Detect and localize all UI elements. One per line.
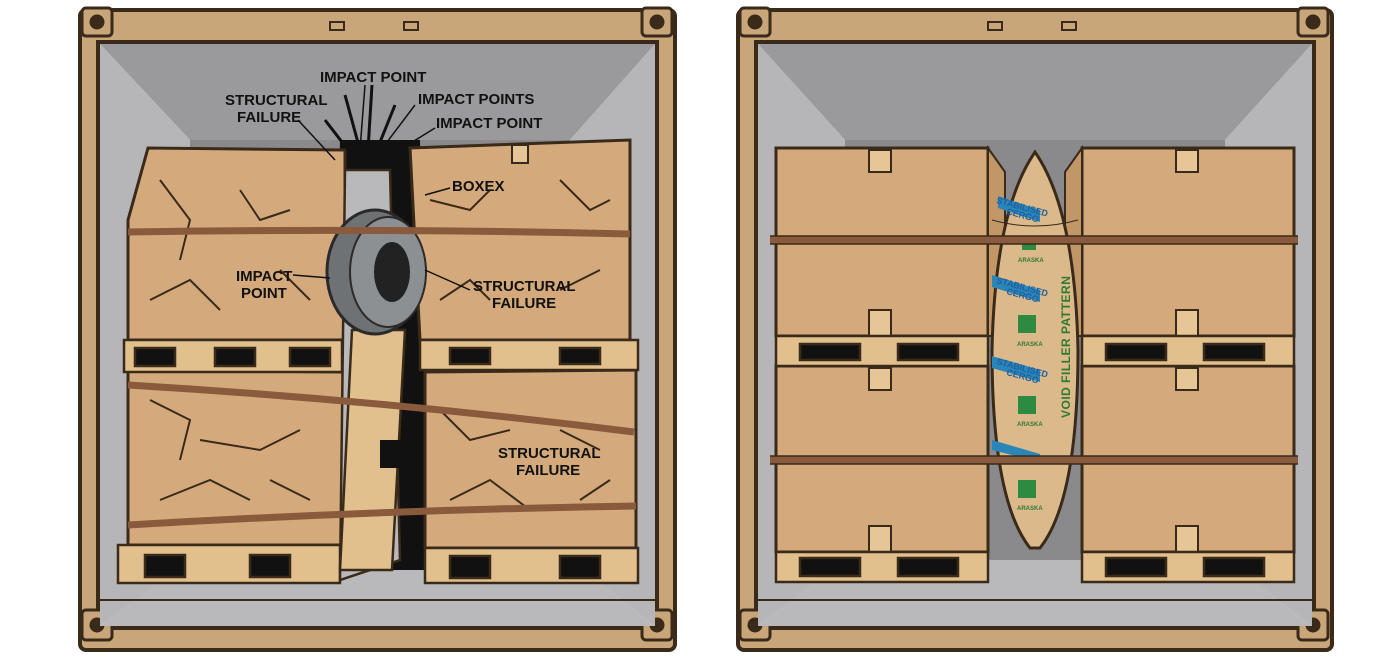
label-structural-failure-mid-2: FAILURE	[492, 295, 556, 312]
label-structural-failure-low-2: FAILURE	[516, 462, 580, 479]
impact-lines	[323, 84, 397, 156]
label-impact-point-mid-2: POINT	[241, 285, 287, 302]
void-filler-airbag: STABILISED CERGO ARASKA STABILISED CERGO…	[990, 149, 1080, 550]
label-impact-points: IMPACT POINTS	[418, 91, 534, 108]
label-structural-failure-top-2: FAILURE	[237, 109, 301, 126]
label-impact-point-right: IMPACT POINT	[436, 115, 542, 132]
left-container-damaged: IMPACT POINT STRUCTURAL FAILURE IMPACT P…	[78, 6, 677, 652]
leader-lines	[292, 84, 471, 291]
box-logo-icon	[1018, 396, 1036, 414]
right-pallets	[774, 334, 1296, 584]
right-cargo-straps	[770, 236, 1298, 464]
latch-icon	[987, 21, 1003, 31]
label-impact-point-top: IMPACT POINT	[320, 69, 426, 86]
svg-text:ARASKA: ARASKA	[1017, 506, 1043, 512]
box-logo-icon	[1018, 315, 1036, 333]
svg-text:ARASKA: ARASKA	[1017, 422, 1043, 428]
right-corner-castings	[738, 6, 1330, 642]
latch-icon	[1061, 21, 1077, 31]
right-ceiling	[758, 44, 1312, 140]
label-boxex: BOXEX	[452, 178, 505, 195]
latch-icon	[403, 21, 419, 31]
left-ceiling	[100, 44, 655, 140]
void-filler-pattern-label: VOID FILLER PATTERN	[1059, 276, 1073, 418]
right-container-secured: STABILISED CERGO ARASKA STABILISED CERGO…	[736, 6, 1334, 652]
label-structural-failure-top-1: STRUCTURAL	[225, 92, 328, 109]
label-impact-point-mid-1: IMPACT	[236, 268, 292, 285]
svg-text:ARASKA: ARASKA	[1017, 342, 1043, 348]
left-upper-left-box	[126, 146, 347, 342]
box-tape-tabs	[868, 149, 1199, 553]
latch-icon	[329, 21, 345, 31]
label-structural-failure-mid-1: STRUCTURAL	[473, 278, 576, 295]
label-structural-failure-low-1: STRUCTURAL	[498, 445, 601, 462]
box-logo-icon	[1018, 480, 1036, 498]
left-pallets	[116, 338, 640, 585]
svg-text:ARASKA: ARASKA	[1018, 258, 1044, 264]
steel-coil-roll	[325, 208, 427, 336]
left-cargo-straps	[127, 226, 637, 529]
